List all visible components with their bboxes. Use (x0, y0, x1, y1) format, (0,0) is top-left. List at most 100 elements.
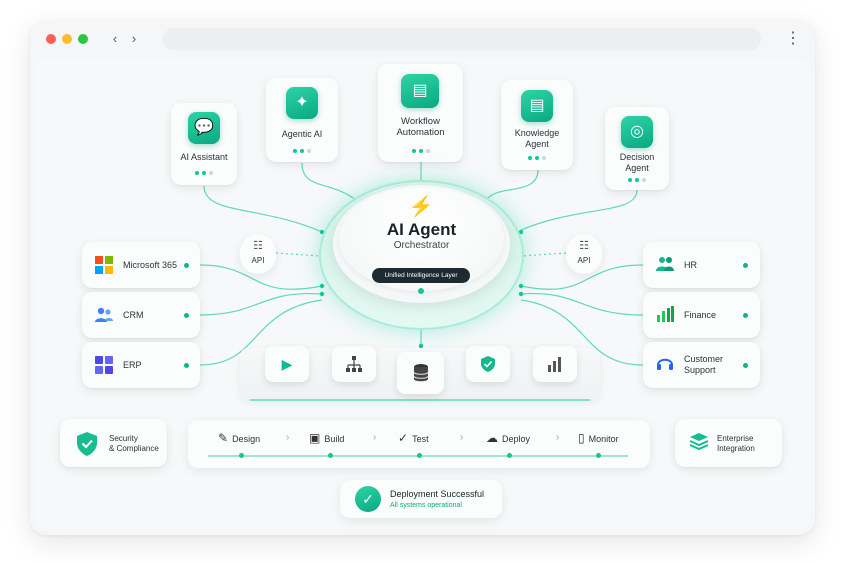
security-compliance-card[interactable]: Security & Compliance (60, 419, 167, 467)
hierarchy-icon[interactable] (332, 346, 376, 382)
security-label: Security & Compliance (109, 434, 159, 454)
security-label-line2: & Compliance (109, 444, 159, 453)
pencil-icon: ✎ (218, 431, 229, 445)
headset-icon (655, 354, 675, 374)
agent-label: AI Assistant (180, 152, 228, 162)
check-icon: ✓ (355, 486, 381, 512)
core-title: AI Agent (386, 220, 457, 239)
agent-label: Workflow Automation (396, 116, 445, 138)
progress-dots (378, 149, 463, 153)
progress-dots (266, 149, 338, 153)
check-circle-icon: ✓ (398, 431, 409, 445)
status-dot (184, 363, 189, 368)
stage-label: Test (412, 434, 429, 444)
more-menu-icon[interactable]: ⋮ (785, 30, 801, 47)
enterprise-integration-card[interactable]: Enterprise Integration (675, 419, 782, 467)
integration-label: HR (684, 260, 697, 270)
address-bar[interactable] (163, 28, 761, 50)
stage-label: Deploy (502, 434, 531, 444)
stage-label: Build (324, 434, 345, 444)
agent-card-knowledge-agent[interactable]: ▤ Knowledge Agent (501, 80, 573, 170)
cube-icon: ▣ (309, 431, 321, 445)
integration-label: CRM (123, 310, 144, 320)
users-icon (94, 305, 114, 325)
cloud-upload-icon: ☁ (486, 431, 498, 445)
chevron-right-icon: › (460, 432, 464, 443)
close-window-button[interactable] (46, 34, 56, 44)
tray-glow (250, 399, 590, 401)
chat-bubble-icon: 💬 (188, 112, 220, 144)
plug-icon: ☷ (253, 240, 263, 252)
track-dot (417, 453, 422, 458)
stage-label: Design (232, 434, 261, 444)
stage-test[interactable]: ✓Test (398, 431, 429, 445)
agent-card-decision-agent[interactable]: ◎ Decision Agent (605, 107, 669, 190)
status-dot (184, 313, 189, 318)
document-icon: ▤ (521, 90, 553, 122)
minimize-window-button[interactable] (62, 34, 72, 44)
people-icon (655, 254, 675, 274)
integration-label: Customer Support (684, 354, 724, 375)
sparkle-icon: ✦ (286, 87, 318, 119)
track-dot (596, 453, 601, 458)
status-title: Deployment Successful (390, 489, 485, 499)
stage-deploy[interactable]: ☁ Deploy (486, 431, 530, 445)
core-subtitle: Orchestrator (393, 240, 450, 251)
stage-monitor[interactable]: ▯Monitor (578, 431, 619, 445)
chevron-right-icon: › (286, 432, 290, 443)
enterprise-label: Enterprise Integration (717, 434, 755, 454)
unified-layer-badge: Unified Intelligence Layer (372, 268, 470, 283)
signal-bars-icon: ▯ (578, 431, 585, 445)
api-connector-right[interactable]: ☷ API (566, 234, 602, 274)
status-subtitle: All systems operational (390, 502, 462, 509)
stage-build[interactable]: ▣Build (309, 431, 344, 445)
enterprise-label-line2: Integration (717, 444, 755, 453)
lightning-logo-icon: ⚡ (408, 196, 434, 218)
agent-label: Knowledge Agent (514, 128, 560, 149)
flowchart-icon: ▤ (401, 74, 439, 108)
integration-label: ERP (123, 360, 142, 370)
status-dot (184, 263, 189, 268)
security-label-line1: Security (109, 434, 138, 443)
maximize-window-button[interactable] (78, 34, 88, 44)
agent-card-ai-assistant[interactable]: 💬 AI Assistant (171, 103, 237, 185)
shield-check-icon[interactable] (466, 346, 510, 382)
stage-design[interactable]: ✎Design (218, 431, 260, 445)
status-dot (743, 313, 748, 318)
erp-grid-icon (94, 355, 114, 375)
progress-dots (605, 178, 669, 182)
database-icon[interactable] (397, 352, 444, 394)
analytics-icon[interactable] (533, 346, 577, 382)
integration-crm[interactable]: CRM (82, 292, 200, 338)
chevron-right-icon: › (373, 432, 377, 443)
forward-button[interactable]: › (131, 31, 137, 46)
agent-card-workflow-automation[interactable]: ▤ Workflow Automation (378, 64, 463, 162)
integration-microsoft-365[interactable]: Microsoft 365 (82, 242, 200, 288)
target-icon: ◎ (621, 116, 653, 148)
bar-chart-icon (655, 304, 675, 324)
back-button[interactable]: ‹ (112, 31, 118, 46)
progress-dots (501, 156, 573, 160)
deployment-pipeline (188, 420, 650, 468)
status-dot (743, 363, 748, 368)
agent-label: Decision Agent (619, 152, 655, 173)
layers-icon (688, 431, 710, 458)
enterprise-label-line1: Enterprise (717, 434, 754, 443)
agent-card-agentic-ai[interactable]: ✦ Agentic AI (266, 78, 338, 162)
play-icon[interactable]: ▶ (265, 346, 309, 382)
integration-erp[interactable]: ERP (82, 342, 200, 388)
integration-finance[interactable]: Finance (643, 292, 760, 338)
integration-customer-support[interactable]: Customer Support (643, 342, 760, 388)
stage-label: Monitor (588, 434, 619, 444)
integration-hr[interactable]: HR (643, 242, 760, 288)
track-dot (239, 453, 244, 458)
chevron-right-icon: › (556, 432, 560, 443)
plug-icon: ☷ (579, 240, 589, 252)
integration-label: Microsoft 365 (123, 260, 178, 270)
api-connector-left[interactable]: ☷ API (240, 234, 276, 274)
track-dot (328, 453, 333, 458)
track-dot (507, 453, 512, 458)
api-label: API (251, 256, 265, 265)
status-dot (743, 263, 748, 268)
title-bar: ‹ › ⋮ (30, 20, 815, 58)
